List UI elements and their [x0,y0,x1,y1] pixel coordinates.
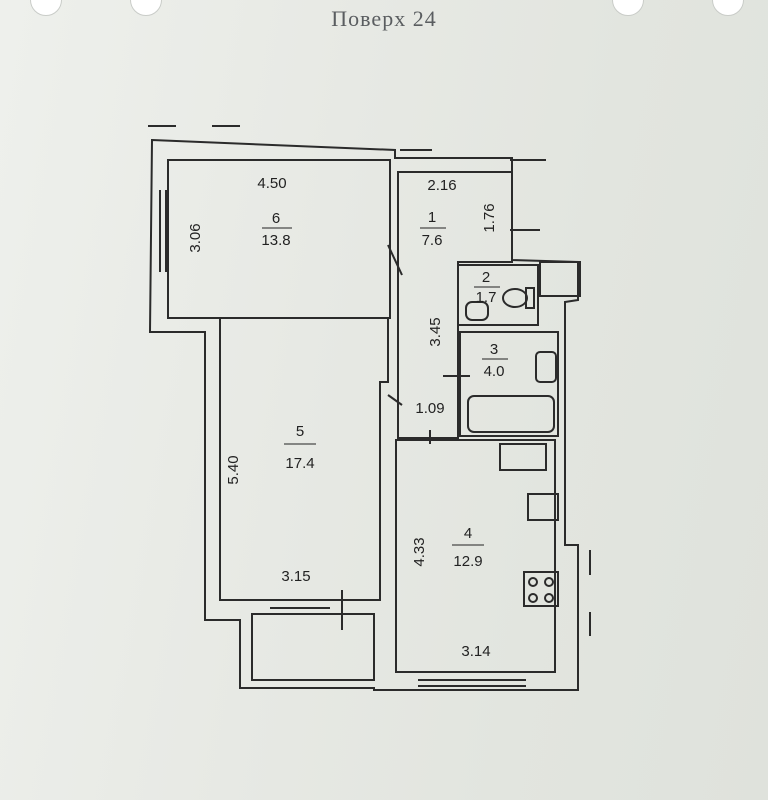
room-2-area: 1.7 [476,289,497,306]
kitchen-sink [527,493,559,521]
room-1-number: 1 [428,209,436,226]
room-4-number: 4 [464,525,472,542]
bathroom-sink [535,351,557,383]
room-3-outline [459,331,559,437]
dim-room4-width: 3.14 [461,643,490,660]
dim-room5-height: 5.40 [225,455,242,484]
room-4-area: 12.9 [453,553,482,570]
floor-title: Поверх 24 [331,6,437,31]
toilet [502,288,528,308]
room-5-number: 5 [296,423,304,440]
balcony-outline [251,613,375,681]
room-4-outline [395,439,556,673]
outer-wall [148,138,579,691]
dim-room1-height: 1.76 [481,203,498,232]
bathtub [467,395,555,433]
dim-room6-width: 4.50 [257,175,286,192]
dim-corridor-length: 3.45 [427,317,444,346]
room-1-area: 7.6 [422,232,443,249]
room-5-outline [219,317,389,601]
dim-room6-height: 3.06 [187,223,204,252]
room-6-area: 13.8 [261,232,290,249]
dim-room5-width: 3.15 [281,568,310,585]
room-3-number: 3 [490,341,498,358]
dim-room4-height: 4.33 [411,537,428,566]
room-5-area: 17.4 [285,455,314,472]
room-3-area: 4.0 [484,363,505,380]
kitchen-stove [523,571,559,607]
dim-room1-width: 2.16 [427,177,456,194]
room-6-number: 6 [272,210,280,227]
room-1-outline [397,171,513,439]
room-2-outline [457,264,539,326]
dim-corridor-width: 1.09 [415,400,444,417]
room-2-number: 2 [482,269,490,286]
